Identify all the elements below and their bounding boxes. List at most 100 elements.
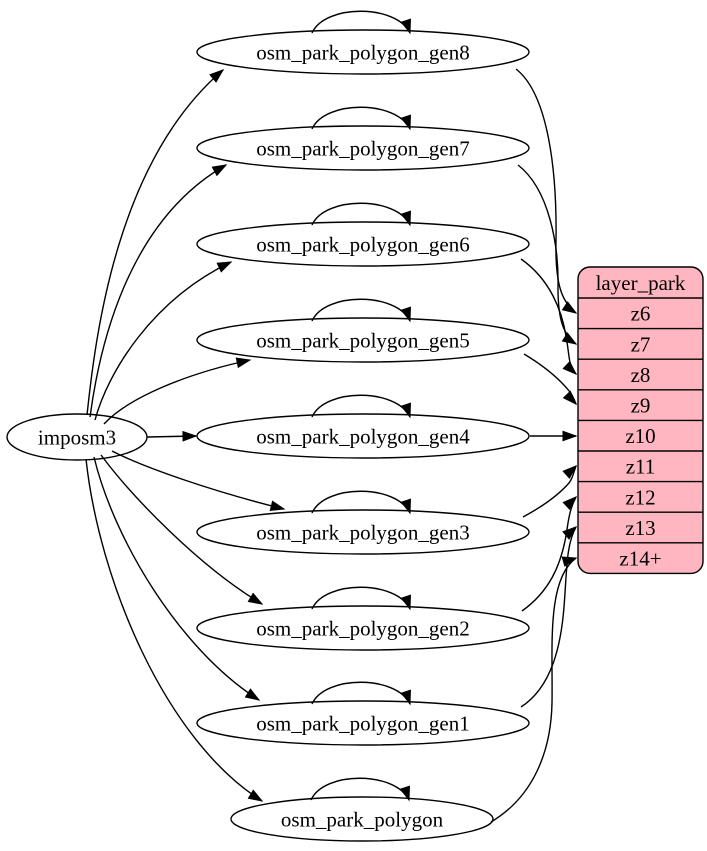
node-ellipse (196, 509, 530, 555)
node-osm_park_polygon_gen2: osm_park_polygon_gen2 (196, 605, 530, 651)
node-osm_park_polygon_gen3: osm_park_polygon_gen3 (196, 509, 530, 555)
edge-imposm3-to-osm_park_polygon_gen6 (94, 261, 233, 421)
table-row-z8: z8 (578, 358, 703, 387)
edge-path (85, 458, 263, 802)
arrowhead-icon (400, 689, 411, 706)
edge-path (515, 68, 577, 314)
table-row-z10: z10 (578, 419, 703, 448)
edge-osm_park_polygon_gen2-to-layer_park:z12 (521, 495, 578, 612)
edge-imposm3-to-osm_park_polygon_gen1 (93, 456, 261, 701)
self-loop-osm_park_polygon_gen1 (311, 681, 411, 706)
arrowhead-icon (182, 430, 198, 442)
table-row-z14+: z14+ (578, 542, 703, 570)
edge-path (86, 69, 224, 416)
table-row-z13: z13 (578, 511, 703, 540)
node-label: osm_park_polygon (281, 807, 444, 831)
table-row-label: z8 (631, 363, 651, 387)
table-row-z7: z7 (578, 327, 703, 356)
node-osm_park_polygon_gen1: osm_park_polygon_gen1 (196, 700, 530, 746)
table-row-z11: z11 (578, 450, 703, 479)
arrowhead-icon (400, 402, 411, 419)
node-ellipse (230, 796, 494, 842)
edge-imposm3-to-osm_park_polygon_gen3 (111, 450, 286, 511)
edge-osm_park_polygon-to-layer_park:z14+ (490, 556, 578, 823)
edge-imposm3-to-osm_park_polygon (85, 458, 264, 802)
arrowhead-icon (562, 360, 578, 376)
edge-imposm3-to-osm_park_polygon_gen4 (146, 430, 198, 442)
node-label: osm_park_polygon_gen5 (256, 328, 469, 352)
node-osm_park_polygon_gen4: osm_park_polygon_gen4 (196, 413, 530, 459)
node-label: osm_park_polygon_gen6 (256, 232, 469, 256)
edge-path (100, 454, 263, 605)
table-row-label: z13 (625, 516, 655, 540)
table-row-label: z10 (625, 424, 655, 448)
arrowhead-icon (561, 301, 578, 314)
edge-osm_park_polygon_gen8-to-layer_park:z6 (515, 68, 578, 314)
arrowhead-icon (562, 430, 578, 442)
arrowhead-icon (209, 69, 225, 83)
node-label: osm_park_polygon_gen3 (256, 520, 469, 544)
node-label: osm_park_polygon_gen1 (256, 711, 469, 735)
node-label: osm_park_polygon_gen7 (256, 136, 469, 160)
arrowhead-icon (400, 114, 411, 131)
arrowhead-icon (269, 500, 286, 511)
edge-path (520, 526, 577, 708)
self-loop-osm_park_polygon_gen4 (311, 394, 411, 419)
self-loop-osm_park_polygon_gen3 (311, 490, 411, 515)
node-imposm3: imposm3 (6, 413, 148, 461)
arrowhead-icon (399, 785, 410, 802)
edge-osm_park_polygon_gen3-to-layer_park:z11 (522, 465, 578, 518)
arrowhead-icon (244, 688, 261, 701)
self-loop-osm_park_polygon_gen8 (311, 10, 411, 35)
edge-osm_park_polygon_gen1-to-layer_park:z13 (520, 526, 578, 708)
edge-path (94, 261, 232, 421)
arrowhead-icon (562, 465, 578, 480)
edge-osm_park_polygon_gen5-to-layer_park:z9 (523, 353, 578, 406)
arrowhead-icon (247, 789, 264, 802)
node-osm_park_polygon: osm_park_polygon (230, 796, 494, 842)
edge-osm_park_polygon_gen6-to-layer_park:z8 (520, 258, 578, 376)
node-ellipse (196, 317, 530, 363)
table-row-label: z6 (631, 302, 651, 326)
arrowhead-icon (400, 18, 411, 35)
node-label: osm_park_polygon_gen4 (256, 424, 470, 448)
edge-path (522, 465, 577, 518)
edge-imposm3-to-osm_park_polygon_gen8 (86, 69, 225, 416)
node-osm_park_polygon_gen5: osm_park_polygon_gen5 (196, 317, 530, 363)
table-row-z9: z9 (578, 389, 703, 417)
table-header-label: layer_park (596, 271, 686, 295)
edge-osm_park_polygon_gen7-to-layer_park:z7 (517, 164, 578, 345)
self-loop-osm_park_polygon_gen5 (311, 298, 411, 323)
edge-imposm3-to-osm_park_polygon_gen7 (89, 164, 228, 418)
node-osm_park_polygon_gen7: osm_park_polygon_gen7 (196, 125, 530, 171)
arrowhead-icon (561, 556, 578, 567)
arrowhead-icon (400, 594, 411, 611)
edge-path (490, 557, 577, 823)
edge-path (103, 359, 251, 425)
self-loop-osm_park_polygon (310, 777, 410, 802)
edge-osm_park_polygon_gen4-to-layer_park:z10 (530, 430, 578, 442)
table-row-label: z9 (631, 393, 651, 417)
table-row-z6: z6 (578, 297, 703, 326)
edge-imposm3-to-osm_park_polygon_gen5 (103, 357, 252, 425)
edge-path (89, 164, 227, 418)
node-label: osm_park_polygon_gen8 (256, 40, 469, 64)
self-loop-osm_park_polygon_gen6 (311, 202, 411, 227)
table-row-label: z14+ (619, 546, 661, 570)
arrowhead-icon (400, 306, 411, 323)
node-ellipse (196, 700, 530, 746)
self-loop-osm_park_polygon_gen7 (311, 106, 411, 131)
node-osm_park_polygon_gen6: osm_park_polygon_gen6 (196, 221, 530, 267)
node-ellipse (196, 605, 530, 651)
arrowhead-icon (211, 164, 228, 177)
table-row-label: z7 (631, 332, 651, 356)
node-label: imposm3 (38, 425, 116, 449)
arrowhead-icon (235, 357, 252, 369)
node-ellipse (196, 221, 530, 267)
arrowhead-icon (562, 526, 578, 540)
table-row-label: z11 (626, 455, 656, 479)
node-ellipse (196, 125, 530, 171)
arrowhead-icon (400, 210, 411, 227)
